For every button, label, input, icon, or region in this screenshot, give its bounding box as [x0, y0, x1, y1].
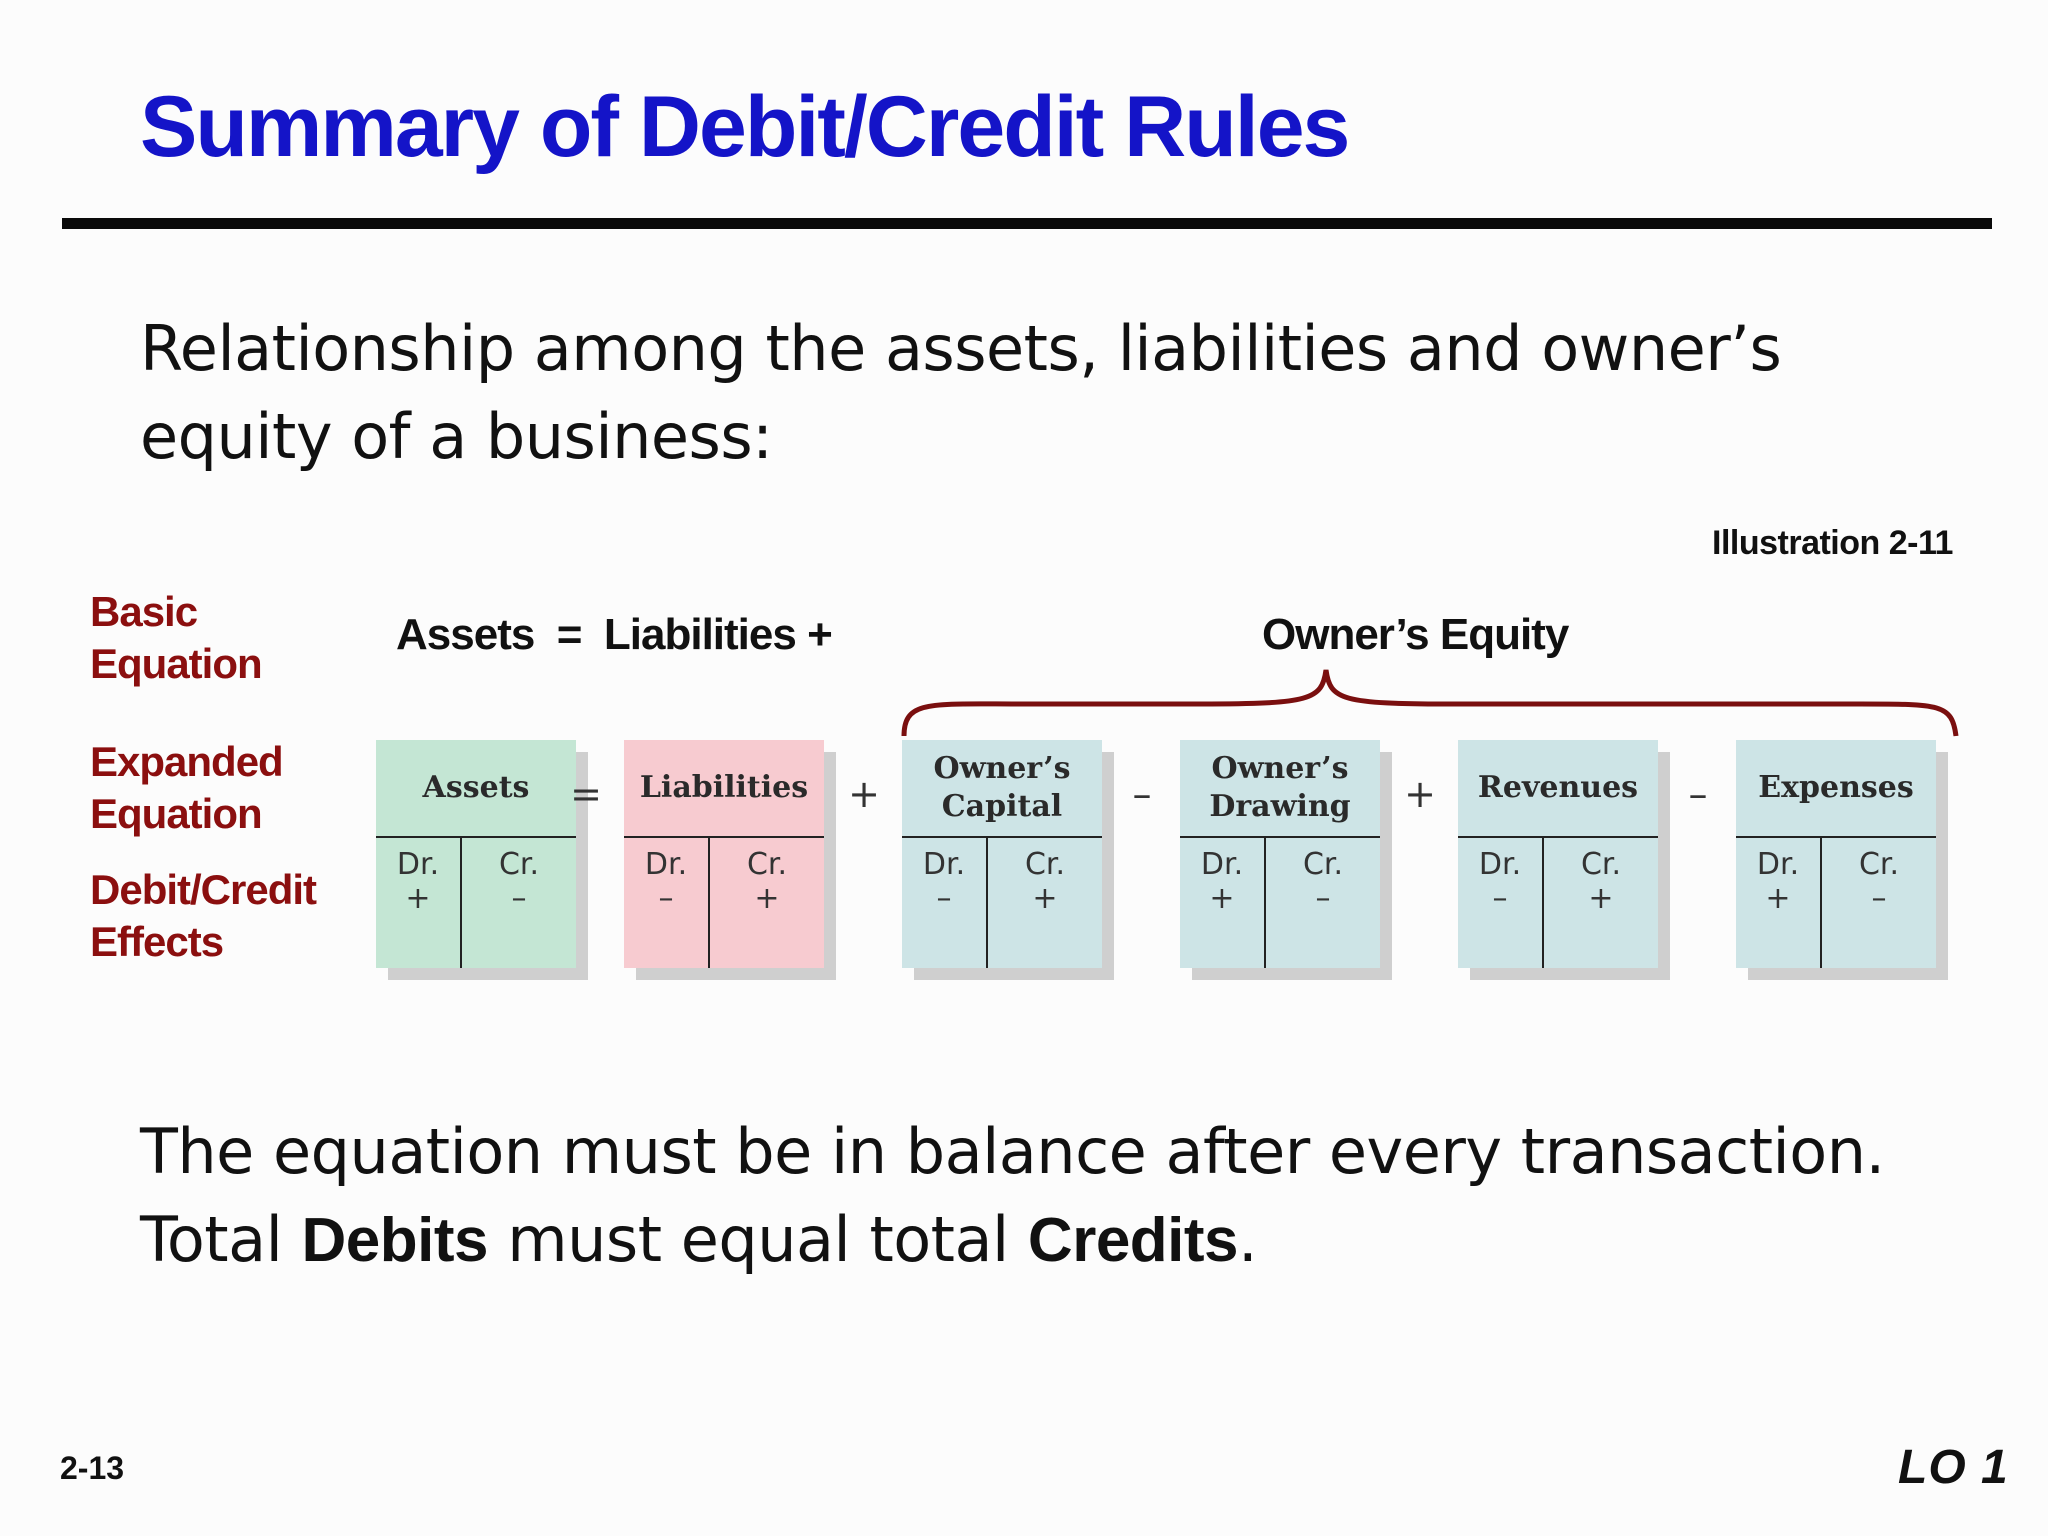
credit-label: Cr.: [1024, 847, 1066, 882]
closing-text: The equation must be in balance after ev…: [140, 1108, 1990, 1285]
effects-label-line1: Debit/Credit: [90, 866, 317, 913]
debit-effect: +: [1765, 881, 1791, 916]
slide-title: Summary of Debit/Credit Rules: [140, 79, 1350, 175]
expanded-equation-label: Expanded Equation: [90, 736, 284, 840]
credit-side: Cr.–: [1822, 848, 1936, 916]
debit-side: Dr.–: [902, 848, 986, 916]
credit-label: Cr.: [1580, 847, 1622, 882]
closing-debits: Debits: [301, 1206, 489, 1275]
equation-operator: –: [1688, 772, 1708, 816]
debit-effect: –: [1492, 881, 1508, 916]
t-account-vertical-line: [1542, 837, 1544, 968]
credit-label: Cr.: [1858, 847, 1900, 882]
credit-label: Cr.: [746, 847, 788, 882]
expanded-equation-label-line2: Equation: [90, 790, 263, 837]
debit-credit-effects-label: Debit/Credit Effects: [90, 864, 317, 968]
equation-operator: +: [848, 772, 880, 816]
t-account-horizontal-line: [1458, 836, 1658, 838]
credit-effect: +: [754, 881, 780, 916]
debit-side: Dr.+: [1180, 848, 1264, 916]
account-name-line: Expenses: [1758, 770, 1914, 805]
learning-objective: LO 1: [1898, 1441, 2009, 1494]
t-account-vertical-line: [1820, 837, 1822, 968]
credit-label: Cr.: [1302, 847, 1344, 882]
basic-equation-label-line1: Basic: [90, 588, 198, 635]
t-account-vertical-line: [986, 837, 988, 968]
brace-path: [901, 669, 1959, 737]
debit-side: Dr.+: [376, 848, 460, 916]
credit-effect: –: [1315, 881, 1331, 916]
account-name-line: Revenues: [1477, 770, 1639, 805]
closing-credits: Credits: [1027, 1206, 1239, 1275]
credit-label: Cr.: [498, 847, 540, 882]
account-name: Expenses: [1736, 740, 1936, 836]
basic-equation-label-line2: Equation: [90, 640, 263, 687]
account-name-line: Owner’s: [933, 751, 1071, 786]
account-name: Assets: [376, 740, 576, 836]
account-name-line: Drawing: [1209, 789, 1351, 824]
debit-side: Dr.–: [1458, 848, 1542, 916]
debit-label: Dr.: [1200, 847, 1244, 882]
account-name-line: Owner’s: [1211, 751, 1349, 786]
credit-side: Cr.–: [462, 848, 576, 916]
debit-label: Dr.: [396, 847, 440, 882]
owners-equity-label: Owner’s Equity: [1262, 610, 1569, 659]
equation-operator: =: [570, 772, 602, 816]
intro-text: Relationship among the assets, liabiliti…: [140, 312, 1782, 473]
account-name-line: Liabilities: [639, 770, 809, 805]
debit-label: Dr.: [922, 847, 966, 882]
t-account-vertical-line: [708, 837, 710, 968]
debit-effect: +: [1209, 881, 1235, 916]
debit-label: Dr.: [1756, 847, 1800, 882]
credit-effect: –: [511, 881, 527, 916]
debit-label: Dr.: [644, 847, 688, 882]
debit-side: Dr.+: [1736, 848, 1820, 916]
account-name: Revenues: [1458, 740, 1658, 836]
credit-effect: +: [1588, 881, 1614, 916]
credit-side: Cr.–: [1266, 848, 1380, 916]
effects-label-line2: Effects: [90, 918, 224, 965]
illustration-label: Illustration 2-11: [1712, 524, 1953, 562]
credit-side: Cr.+: [988, 848, 1102, 916]
credit-side: Cr.+: [710, 848, 824, 916]
closing-part3: .: [1238, 1203, 1258, 1276]
debit-side: Dr.–: [624, 848, 708, 916]
t-account-horizontal-line: [376, 836, 576, 838]
t-account-horizontal-line: [1736, 836, 1936, 838]
t-account-horizontal-line: [902, 836, 1102, 838]
equation-operator: –: [1132, 772, 1152, 816]
debit-effect: +: [405, 881, 431, 916]
title-underline: [62, 218, 1992, 229]
equation-operator: +: [1404, 772, 1436, 816]
t-account-vertical-line: [460, 837, 462, 968]
page-number: 2-13: [60, 1450, 125, 1486]
t-account-vertical-line: [1264, 837, 1266, 968]
expanded-equation-label-line1: Expanded: [90, 738, 284, 785]
account-name: Liabilities: [624, 740, 824, 836]
closing-part1: The equation must be in balance after ev…: [140, 1115, 1885, 1276]
credit-effect: –: [1871, 881, 1887, 916]
account-name-line: Assets: [422, 770, 530, 805]
debit-effect: –: [658, 881, 674, 916]
t-account-horizontal-line: [624, 836, 824, 838]
debit-label: Dr.: [1478, 847, 1522, 882]
owners-equity-brace: [901, 669, 1959, 737]
debit-effect: –: [936, 881, 952, 916]
t-account-horizontal-line: [1180, 836, 1380, 838]
basic-equation-label: Basic Equation: [90, 586, 263, 690]
account-name-line: Capital: [941, 789, 1063, 824]
credit-effect: +: [1032, 881, 1058, 916]
closing-part2: must equal total: [488, 1203, 1028, 1276]
credit-side: Cr.+: [1544, 848, 1658, 916]
basic-equation-left: Assets = Liabilities +: [396, 610, 833, 659]
